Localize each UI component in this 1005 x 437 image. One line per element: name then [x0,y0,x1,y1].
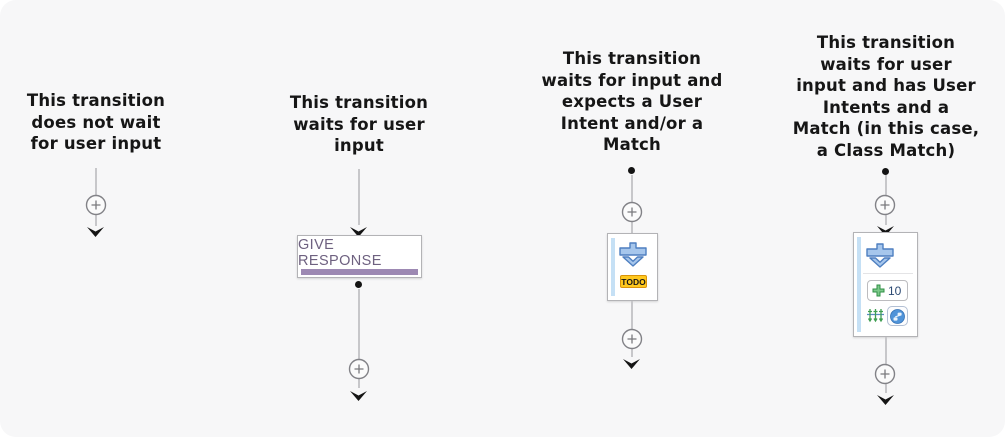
add-node-button[interactable] [348,358,370,380]
annotation-line: This transition [816,33,956,52]
user-input-transition-icon [866,243,894,268]
arrowhead-icon [877,223,894,236]
connector-line [358,289,360,388]
add-node-button[interactable] [621,328,643,350]
intent-count: 10 [888,283,902,298]
annotation-line: input [334,136,384,155]
annotation-line: This transition [289,93,429,112]
annotation-line: input and has User [796,76,976,95]
connection-port-dot [628,167,635,174]
plus-circle-icon [874,363,896,385]
annotation-no-wait: This transition does not wait for user i… [8,90,184,155]
node-stripe [611,238,615,296]
annotation-line: waits for user [820,54,952,74]
add-node-button[interactable] [874,363,896,385]
node-label: GIVE RESPONSE [298,236,382,269]
annotation-line: Match (in this case, [792,119,980,138]
annotation-line: a Class Match) [816,140,956,160]
arrowhead-icon [350,388,367,401]
annotation-waits: This transition waits for user input [272,92,446,157]
plus-circle-icon [874,194,896,216]
user-input-node-with-intents[interactable]: 10 [853,232,918,337]
class-match-icon [890,308,905,324]
green-plus-icon [872,284,885,297]
connection-port-dot [355,281,362,288]
annotation-line: This transition [26,91,166,110]
annotation-expects-intent: This transition waits for input and expe… [530,48,734,156]
annotation-line: expects a User [561,92,703,111]
class-match-button[interactable] [887,306,908,326]
annotation-line: Match [603,135,661,154]
plus-circle-icon [85,194,107,216]
annotation-line: does not wait [31,112,161,132]
node-accent-bar [301,269,418,275]
plus-circle-icon [348,358,370,380]
todo-badge: TODO [620,275,647,288]
intents-icon [866,308,885,324]
node-divider [863,273,913,274]
arrowhead-icon [87,224,104,237]
annotation-intents-match: This transition waits for user input and… [783,32,989,161]
node-stripe [857,237,861,332]
annotation-line: waits for user [293,114,425,134]
add-node-button[interactable] [874,194,896,216]
annotation-line: waits for input and [541,70,723,90]
connection-port-dot [882,168,889,175]
annotation-line: Intent and/or a [560,113,704,133]
arrowhead-icon [623,356,640,369]
plus-circle-icon [621,328,643,350]
annotation-line: This transition [562,49,702,68]
user-input-node[interactable]: TODO [607,233,658,301]
annotation-line: for user input [30,134,162,153]
intent-count-chip[interactable]: 10 [867,280,908,301]
add-node-button[interactable] [621,201,643,223]
connector-line [358,169,360,225]
arrowhead-icon [877,392,894,405]
arrowhead-icon [350,224,367,237]
give-response-node[interactable]: GIVE RESPONSE [297,235,422,278]
annotation-line: Intents and a [822,97,950,117]
user-input-transition-icon [619,242,647,267]
add-node-button[interactable] [85,194,107,216]
plus-circle-icon [621,201,643,223]
